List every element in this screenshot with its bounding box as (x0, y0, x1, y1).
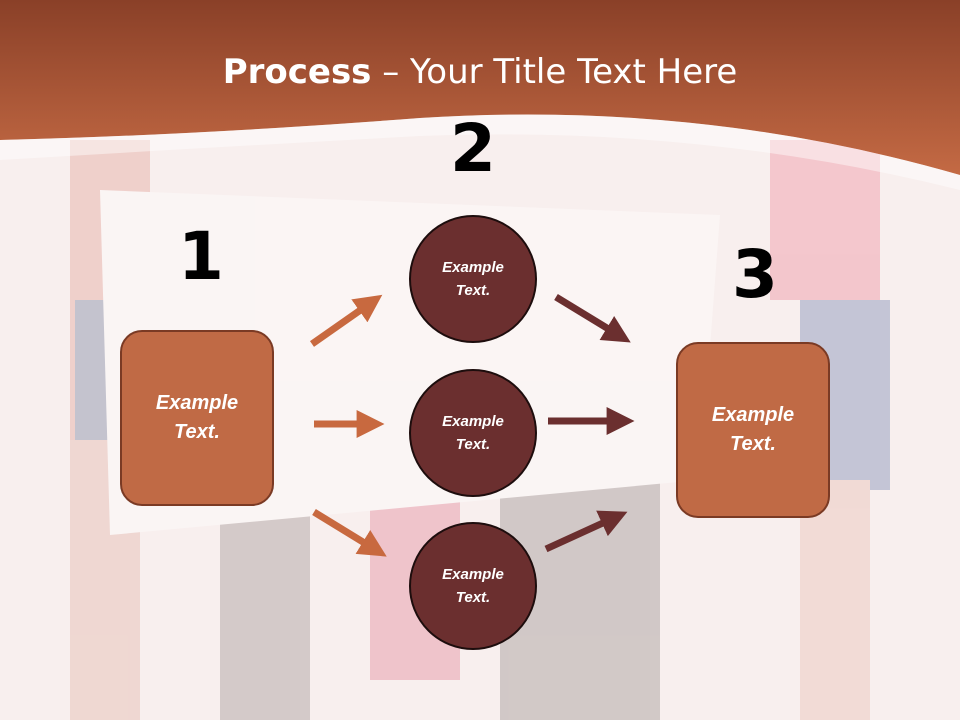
circle-top-line2: Text. (455, 282, 491, 299)
arrow-left-to-top (309, 294, 383, 347)
step-2-circle-bottom: Example Text. (409, 522, 537, 650)
step-number-3: 3 (732, 236, 778, 313)
step-1-text-line2: Text. (174, 421, 220, 443)
step-number-1: 1 (178, 218, 224, 295)
step-3-box: Example Text. (676, 342, 830, 518)
step-1-box: Example Text. (120, 330, 274, 506)
arrow-bottom-to-right (544, 510, 628, 553)
circle-bottom-line2: Text. (455, 589, 491, 606)
circle-middle-line1: Example (442, 413, 504, 430)
step-2-circle-middle: Example Text. (409, 369, 537, 497)
step-1-text-line1: Example (155, 392, 239, 414)
step-number-2: 2 (450, 110, 496, 187)
title-bold: Process (222, 52, 372, 92)
arrow-top-to-right (554, 294, 631, 343)
circle-bottom-line1: Example (442, 566, 504, 583)
circle-top-line1: Example (442, 259, 504, 276)
step-2-circle-top: Example Text. (409, 215, 537, 343)
step-3-text-line2: Text. (730, 433, 776, 455)
title-rest: – Your Title Text Here (371, 52, 738, 92)
arrow-left-to-bottom (312, 509, 387, 557)
step-3-text-line1: Example (711, 404, 795, 426)
circle-middle-line2: Text. (455, 436, 491, 453)
slide-title: Process – Your Title Text Here (0, 52, 960, 92)
